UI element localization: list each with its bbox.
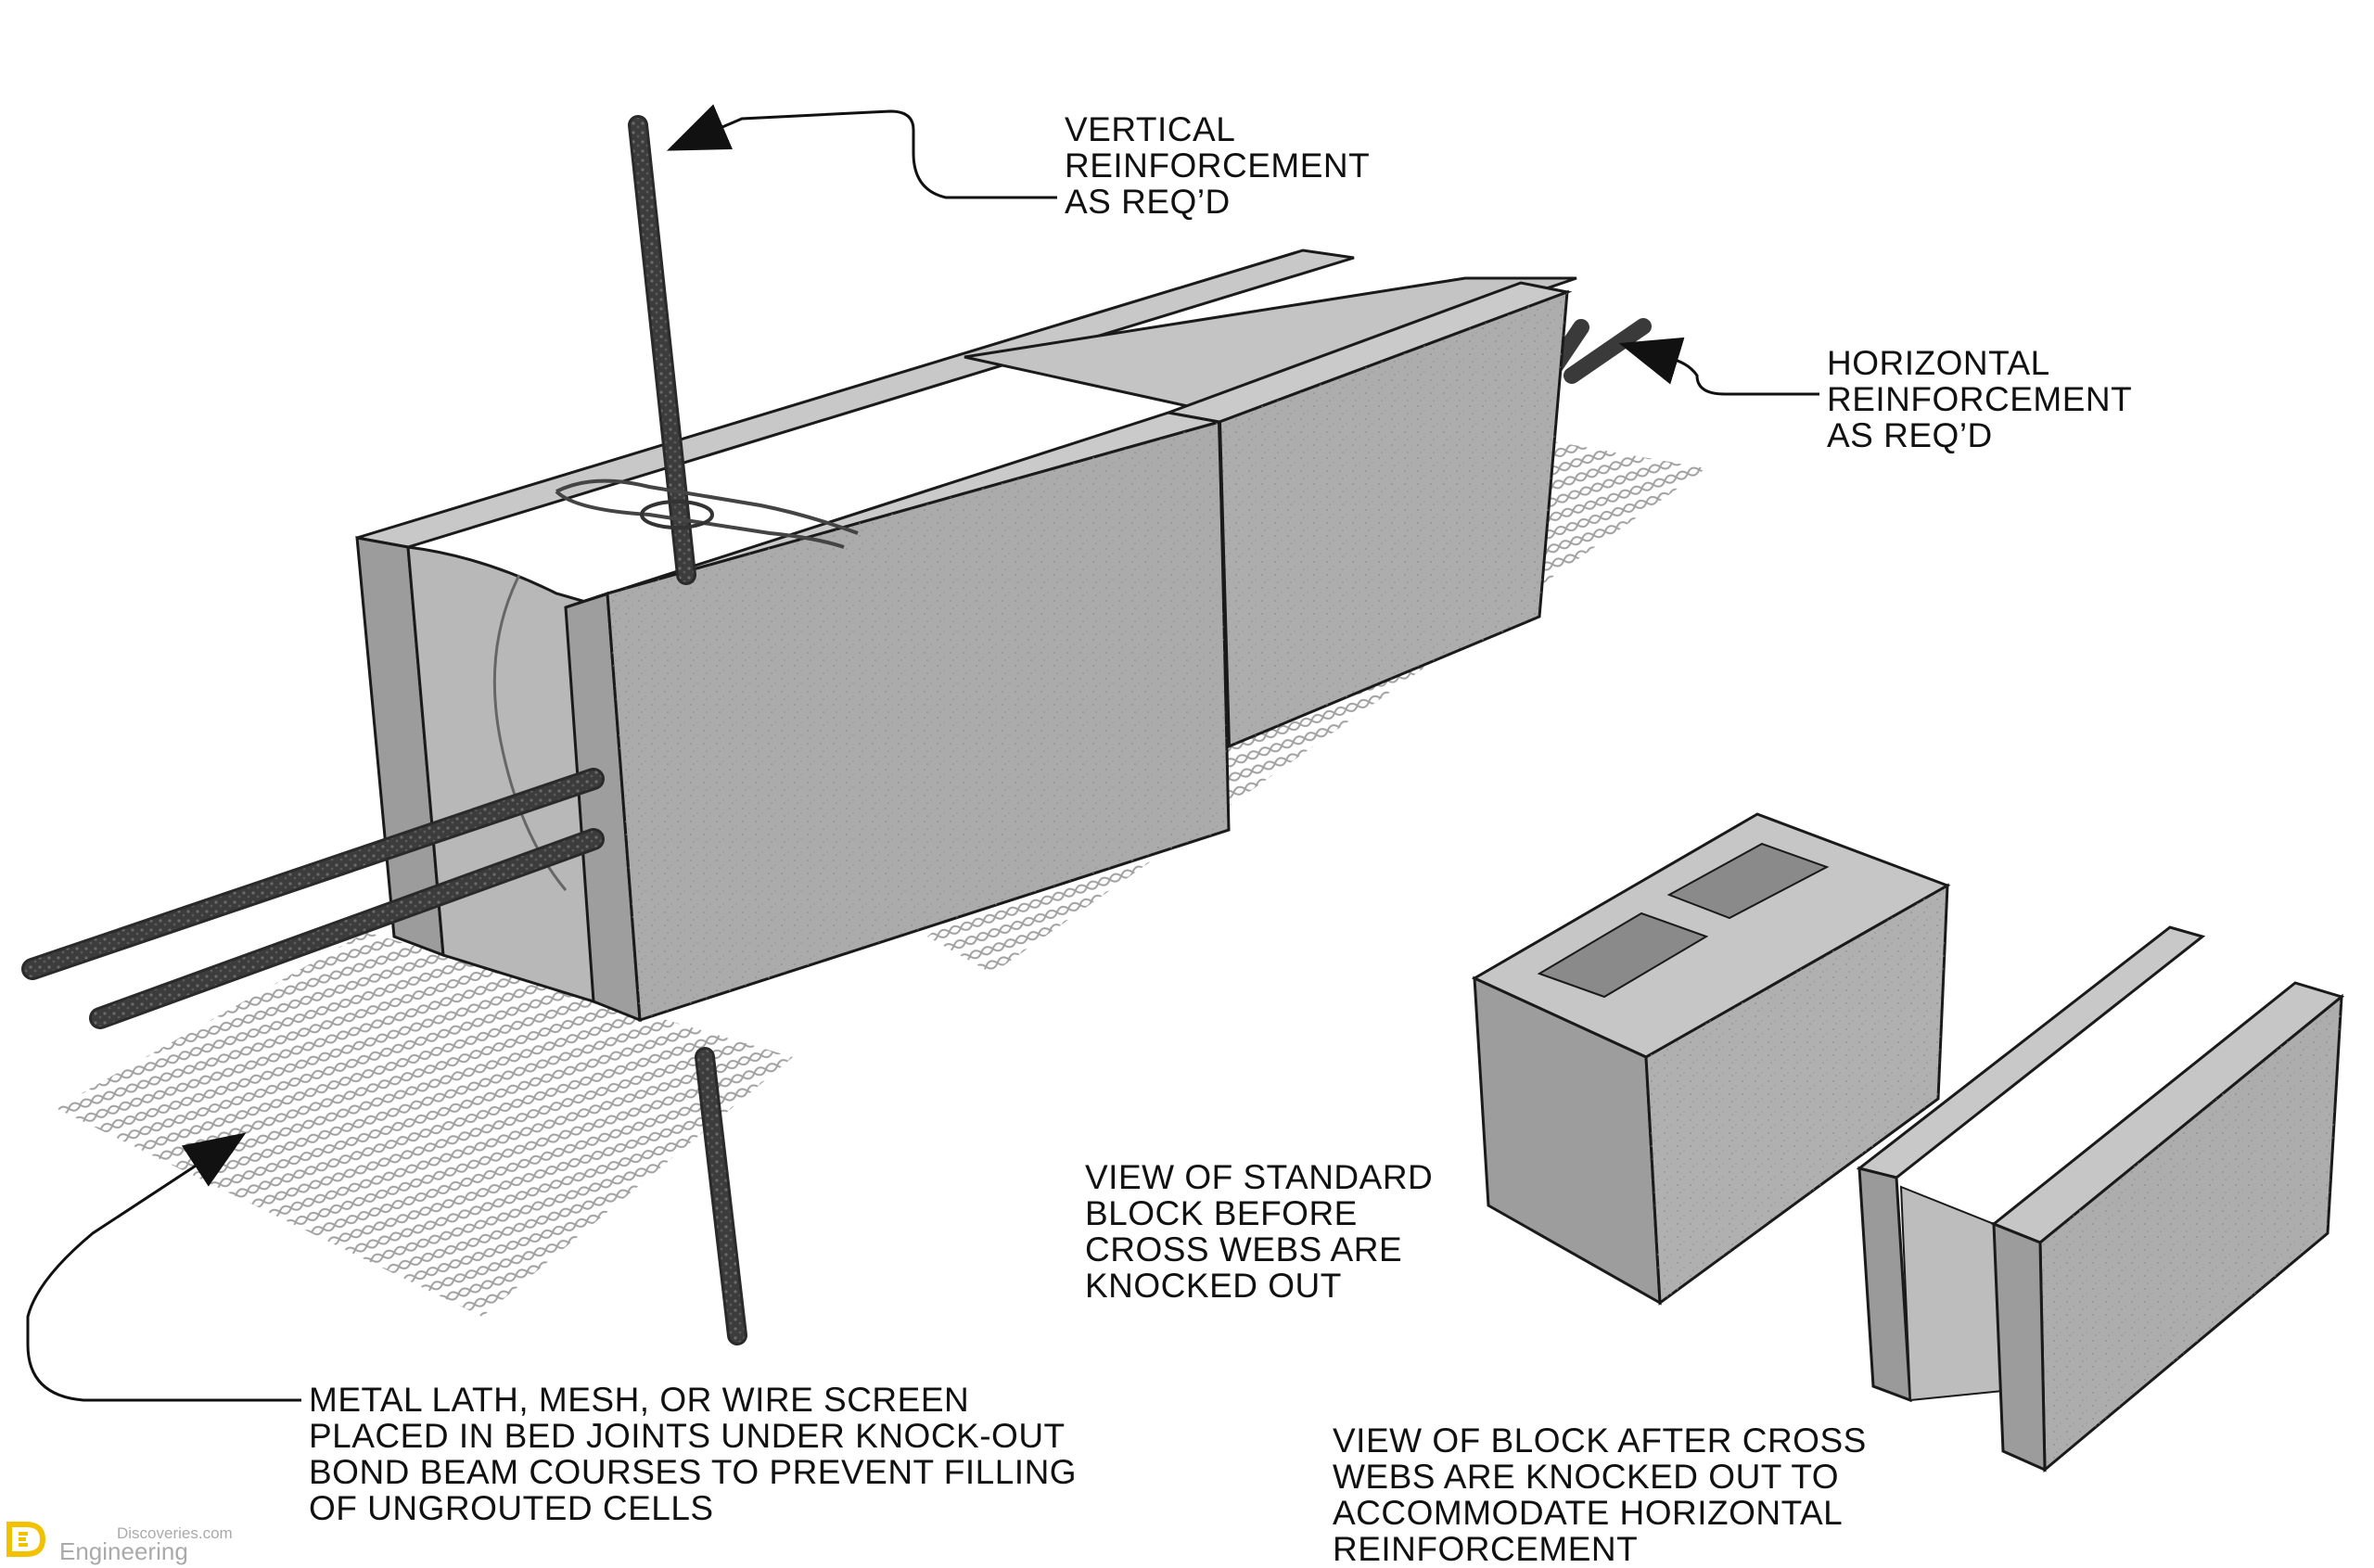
standard-cmu-block bbox=[1471, 812, 1951, 1306]
leader-lines bbox=[26, 104, 1819, 1402]
label-metal-lath: METAL LATH, MESH, OR WIRE SCREEN PLACED … bbox=[309, 1381, 1078, 1527]
watermark-line1: Discoveries.com bbox=[117, 1524, 233, 1542]
label-vertical-reinforcement: VERTICAL REINFORCEMENT AS REQ’D bbox=[1065, 110, 1371, 221]
bond-beam-block-left bbox=[355, 249, 1355, 1023]
label-horizontal-reinforcement: HORIZONTAL REINFORCEMENT AS REQ’D bbox=[1827, 344, 2133, 454]
label-knocked-out-block: VIEW OF BLOCK AFTER CROSS WEBS ARE KNOCK… bbox=[1333, 1421, 1867, 1568]
horizontal-rebar-front bbox=[21, 768, 605, 1029]
knocked-out-cmu-block bbox=[1856, 925, 2345, 1473]
label-standard-block: VIEW OF STANDARD BLOCK BEFORE CROSS WEBS… bbox=[1085, 1158, 1434, 1305]
bond-beam-block-right bbox=[964, 276, 1577, 749]
leader-vertical bbox=[666, 104, 1057, 199]
watermark-line2: Engineering bbox=[59, 1537, 188, 1565]
mesh-left bbox=[56, 932, 793, 1317]
leader-horizontal bbox=[1618, 337, 1819, 396]
engineering-logo-icon bbox=[6, 1522, 46, 1557]
vertical-rebar bbox=[555, 115, 859, 1345]
leader-lath bbox=[26, 1132, 301, 1402]
